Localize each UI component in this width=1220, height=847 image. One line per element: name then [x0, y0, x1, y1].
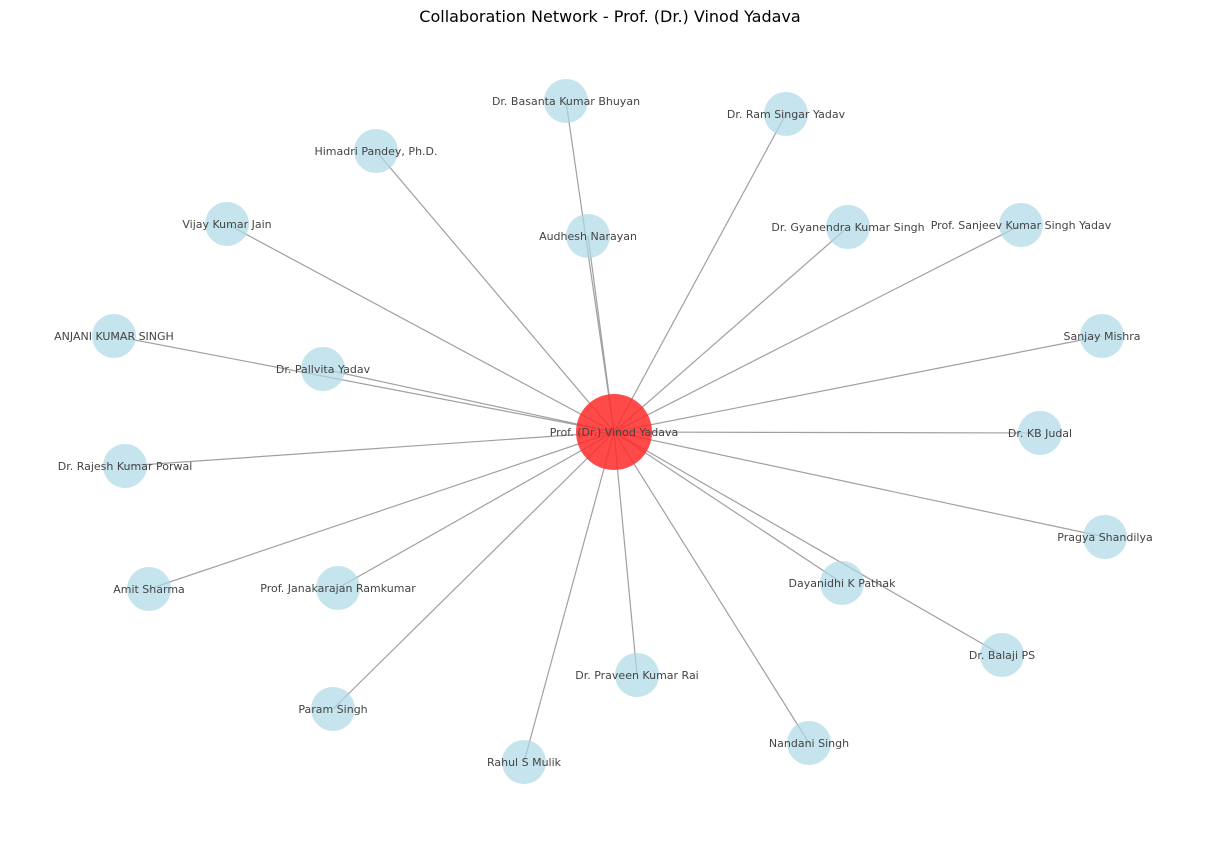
- collaborator-label: Amit Sharma: [113, 583, 185, 596]
- collaborator-label: Dr. Pallvita Yadav: [276, 363, 371, 376]
- collaborator-label: Dr. Gyanendra Kumar Singh: [771, 221, 924, 234]
- collaborator-label: ANJANI KUMAR SINGH: [54, 330, 174, 343]
- collaborator-label: Dr. Praveen Kumar Rai: [575, 669, 699, 682]
- edge-line: [523, 431, 615, 763]
- edge-line: [613, 431, 638, 676]
- collaborator-node: [316, 566, 360, 610]
- collaborator-node: [354, 129, 398, 173]
- edge-line: [337, 431, 615, 589]
- collaborator-label: Prof. Sanjeev Kumar Singh Yadav: [931, 219, 1112, 232]
- collaborator-node: [1083, 515, 1127, 559]
- collaborator-label: Dr. KB Judal: [1008, 427, 1072, 440]
- collaborator-label: Audhesh Narayan: [539, 230, 637, 243]
- collaborator-label: Dr. Ram Singar Yadav: [727, 108, 846, 121]
- edge-line: [613, 431, 1041, 434]
- collaborator-label: Nandani Singh: [769, 737, 849, 750]
- edge-line: [124, 431, 615, 467]
- nodes-layer: [92, 79, 1127, 784]
- edge-line: [613, 113, 787, 433]
- collaborator-node: [103, 444, 147, 488]
- collaborator-node: [787, 721, 831, 765]
- edge-line: [148, 431, 615, 590]
- center-node: [576, 394, 652, 470]
- collaborator-node: [820, 561, 864, 605]
- edge-line: [613, 224, 1022, 433]
- edge-line: [332, 431, 615, 710]
- collaborator-node: [764, 92, 808, 136]
- edge-line: [226, 223, 615, 433]
- collaborator-label: Dr. Basanta Kumar Bhuyan: [492, 95, 640, 108]
- collaborator-label: Sanjay Mishra: [1063, 330, 1140, 343]
- collaborator-label: Prof. Janakarajan Ramkumar: [260, 582, 416, 595]
- edge-line: [565, 100, 615, 433]
- collaborator-label: Pragya Shandilya: [1057, 531, 1152, 544]
- edge-line: [613, 226, 849, 433]
- collaborator-node: [1018, 411, 1062, 455]
- collaborator-label: Vijay Kumar Jain: [182, 218, 271, 231]
- edge-line: [613, 431, 1106, 538]
- collaborator-node: [311, 687, 355, 731]
- edge-line: [613, 431, 1003, 656]
- collaborator-label: Himadri Pandey, Ph.D.: [314, 145, 437, 158]
- collaborator-node: [999, 203, 1043, 247]
- collaborator-node: [92, 314, 136, 358]
- collaborator-node: [127, 567, 171, 611]
- collaborator-node: [615, 653, 659, 697]
- edge-line: [375, 150, 615, 433]
- chart-title: Collaboration Network - Prof. (Dr.) Vino…: [419, 7, 801, 26]
- collaborator-node: [980, 633, 1024, 677]
- collaborator-label: Dr. Rajesh Kumar Porwal: [58, 460, 193, 473]
- edge-line: [613, 335, 1103, 433]
- edge-line: [613, 431, 810, 744]
- collaborator-node: [826, 205, 870, 249]
- edge-line: [113, 335, 615, 433]
- collaborator-label: Dr. Balaji PS: [969, 649, 1035, 662]
- collaborator-node: [502, 740, 546, 784]
- collaborator-node: [301, 347, 345, 391]
- edge-line: [613, 431, 843, 584]
- collaborator-node: [566, 214, 610, 258]
- edges-layer: [113, 100, 1106, 763]
- center-label: Prof. (Dr.) Vinod Yadava: [550, 426, 679, 439]
- collaborator-node: [1080, 314, 1124, 358]
- collaborator-label: Param Singh: [298, 703, 367, 716]
- edge-line: [322, 368, 615, 433]
- collaborator-node: [205, 202, 249, 246]
- collaborator-node: [544, 79, 588, 123]
- collaborator-label: Dayanidhi K Pathak: [789, 577, 897, 590]
- collaborator-label: Rahul S Mulik: [487, 756, 562, 769]
